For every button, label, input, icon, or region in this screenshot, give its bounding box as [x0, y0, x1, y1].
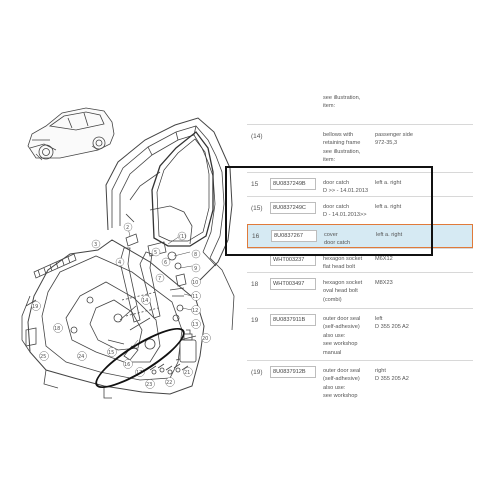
- callout-15: 15: [108, 350, 114, 356]
- part-number-field[interactable]: WHT003497: [270, 278, 316, 290]
- callout-9: 9: [194, 266, 197, 272]
- part-number-field[interactable]: 8U0837267: [271, 230, 317, 242]
- callout-19: 19: [32, 304, 38, 310]
- door-catch-rows-highlight: [225, 166, 433, 256]
- callout-8: 8: [194, 252, 197, 258]
- callout-25: 25: [40, 354, 46, 360]
- body-side-frame: [105, 117, 235, 331]
- row-description: door catch D - 14.01.2013>>: [323, 204, 367, 219]
- row-description: cover door catch: [324, 232, 351, 247]
- callout-1: (1): [179, 234, 186, 240]
- callout-10: 10: [192, 280, 198, 286]
- callout-6: 6: [164, 260, 167, 266]
- callout-5: 5: [154, 250, 157, 256]
- window-regulator: [119, 247, 161, 323]
- table-row[interactable]: 15 8U0837249B door catch D >> - 14.01.20…: [247, 172, 473, 196]
- row-position: (19): [251, 369, 263, 376]
- row-description: bellows with retaining frame see illustr…: [323, 132, 361, 164]
- car-thumbnail: [27, 107, 115, 161]
- door-seal: [151, 131, 214, 247]
- callout-18: 18: [54, 326, 60, 332]
- row-position: (15): [251, 205, 263, 212]
- row-description: outer door seal (self-adhesive) also use…: [323, 368, 361, 400]
- callout-21: 21: [184, 370, 190, 376]
- callout-14: 14: [142, 298, 148, 304]
- callout-23: 23: [146, 382, 152, 388]
- callout-11: 11: [192, 294, 198, 300]
- row-remark: left a. right: [376, 232, 403, 238]
- callout-24: 24: [78, 354, 84, 360]
- small-parts-bottom: [123, 345, 189, 375]
- row-position: 19: [251, 317, 259, 324]
- small-parts-top: [125, 233, 187, 322]
- row-remark: right D 355 205 A2: [375, 368, 409, 383]
- row-description: see illustration, item:: [323, 95, 361, 110]
- part-number-field[interactable]: 8U0837249B: [270, 178, 316, 190]
- callout-22: 22: [166, 380, 172, 386]
- row-position: 18: [251, 281, 259, 288]
- row-position: 15: [251, 181, 259, 188]
- parts-table: see illustration, item: (14) bellows wit…: [247, 88, 473, 420]
- part-number-field[interactable]: 8U0837911B: [270, 314, 316, 326]
- table-row-selected[interactable]: 16 8U0837267 cover door catch left a. ri…: [247, 224, 473, 248]
- row-remark: M8X23: [375, 280, 393, 286]
- table-row[interactable]: (15) 8U0837249C door catch D - 14.01.201…: [247, 196, 473, 224]
- door-inner-frame: [21, 239, 205, 399]
- callout-16: 16: [124, 362, 130, 368]
- table-row[interactable]: 18 WHT003497 hexagon socket oval head bo…: [247, 272, 473, 308]
- callout-12: 12: [192, 308, 198, 314]
- table-row: see illustration, item:: [247, 88, 473, 122]
- lubricant-bottle: [179, 329, 197, 363]
- part-number-field[interactable]: 8U0837912B: [270, 366, 316, 378]
- callout-17: 17: [136, 370, 142, 376]
- callout-20: 20: [202, 336, 208, 342]
- row-position: (14): [251, 133, 263, 140]
- callout-labels: (1) 2 3 4 5 6 7 8 9 10 11 12 13 14 15 16…: [31, 222, 211, 389]
- callout-7: 7: [158, 276, 161, 282]
- row-position: 16: [252, 233, 260, 240]
- row-description: door catch D >> - 14.01.2013: [323, 180, 369, 195]
- callout-13: 13: [192, 322, 198, 328]
- window-strip: [33, 253, 77, 279]
- row-description: outer door seal (self-adhesive) also use…: [323, 316, 361, 356]
- row-remark: left a. right: [375, 180, 402, 186]
- table-row[interactable]: 19 8U0837911B outer door seal (self-adhe…: [247, 308, 473, 360]
- row-remark: left a. right: [375, 204, 402, 210]
- callout-4: 4: [118, 260, 121, 266]
- part-number-field[interactable]: 8U0837249C: [270, 202, 316, 214]
- table-row: (14) bellows with retaining frame see il…: [247, 124, 473, 172]
- callout-3: 3: [94, 242, 97, 248]
- row-description: hexagon socket flat head bolt: [323, 256, 363, 271]
- row-remark: passenger side 972-35,3: [375, 132, 413, 147]
- row-remark: M6X12: [375, 256, 393, 262]
- table-row[interactable]: (19) 8U0837912B outer door seal (self-ad…: [247, 360, 473, 420]
- callout-2: 2: [126, 225, 129, 231]
- row-remark: left D 355 205 A2: [375, 316, 409, 331]
- row-description: hexagon socket oval head bolt (combi): [323, 280, 363, 303]
